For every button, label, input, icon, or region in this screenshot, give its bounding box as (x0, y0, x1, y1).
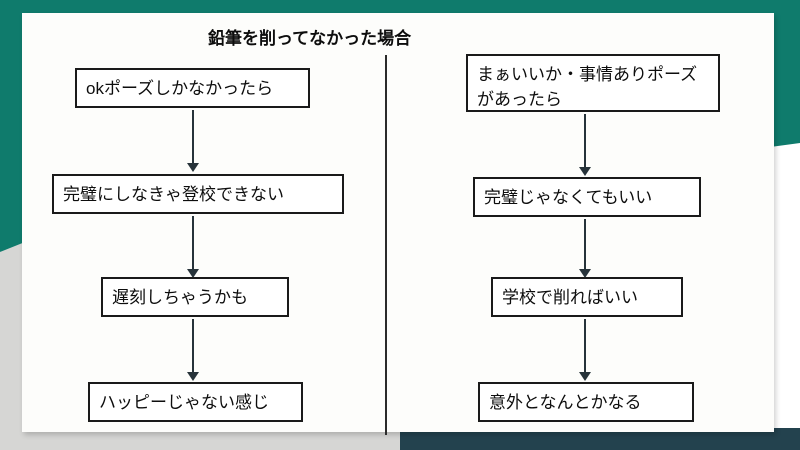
flow-node-right-2[interactable]: 完璧じゃなくてもいい (473, 177, 701, 217)
decorative-navy-bottom-wedge (335, 428, 800, 450)
flow-node-left-3[interactable]: 遅刻しちゃうかも (101, 277, 289, 317)
flow-node-right-4[interactable]: 意外となんとかなる (478, 382, 694, 422)
flow-node-label: 意外となんとかなる (489, 392, 642, 412)
flow-arrow-right-2-3 (578, 219, 592, 278)
flow-arrow-right-1-2 (578, 114, 592, 176)
flow-arrow-right-3-4 (578, 319, 592, 381)
page-title: 鉛筆を削ってなかった場合 (208, 29, 412, 48)
flow-node-left-2[interactable]: 完璧にしなきゃ登校できない (52, 174, 344, 214)
flow-arrow-left-1-2 (186, 110, 200, 172)
flow-arrow-left-2-3 (186, 216, 200, 278)
flow-node-label: 学校で削ればいい (502, 287, 638, 307)
flow-node-label: ハッピーじゃない感じ (99, 392, 269, 412)
flow-node-left-1[interactable]: okポーズしかなかったら (75, 68, 310, 108)
flow-node-label: 完璧にしなきゃ登校できない (63, 184, 284, 204)
flow-node-label: まぁいいか・事情ありポーズがあったら (477, 65, 698, 109)
column-divider (385, 55, 387, 435)
flow-node-label: okポーズしかなかったら (86, 78, 274, 98)
flow-node-label: 遅刻しちゃうかも (112, 287, 248, 307)
flow-node-label: 完璧じゃなくてもいい (484, 187, 653, 207)
flow-node-right-3[interactable]: 学校で削ればいい (491, 277, 683, 317)
flow-arrow-left-3-4 (186, 319, 200, 381)
flow-node-left-4[interactable]: ハッピーじゃない感じ (88, 382, 303, 422)
flow-node-right-1[interactable]: まぁいいか・事情ありポーズがあったら (466, 54, 720, 112)
